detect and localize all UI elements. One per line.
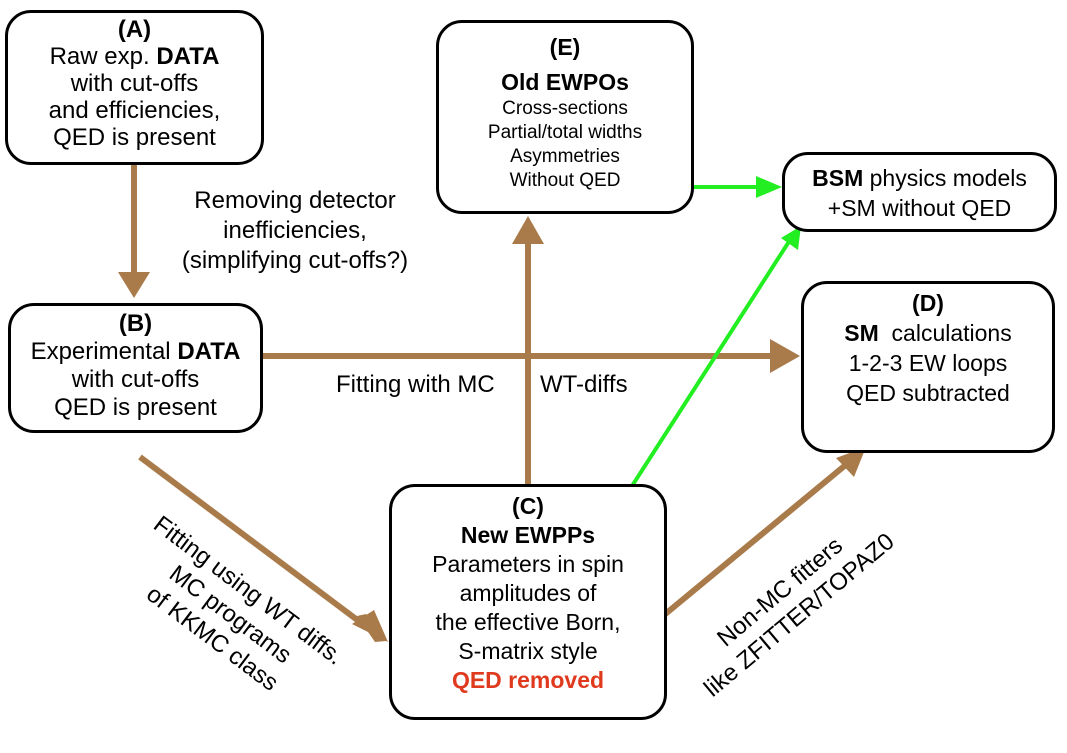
box-c-line1: Parameters in spin	[432, 551, 624, 577]
box-d-id: (D)	[912, 290, 944, 316]
box-b-line2: with cut-offs	[71, 366, 200, 393]
arrow-b-to-d	[262, 339, 800, 373]
box-c-qed-removed: QED removed	[451, 667, 605, 693]
box-d-line1: SM calculations	[804, 318, 1052, 348]
box-a-line3: and efficiencies,	[48, 97, 221, 124]
box-c-id: (C)	[512, 493, 544, 519]
arrow-b-to-c	[138, 454, 388, 642]
box-a-id: (A)	[117, 16, 152, 43]
box-b-id: (B)	[118, 310, 153, 337]
box-d-line3: QED subtracted	[846, 380, 1010, 406]
box-c-title: New EWPPs	[460, 522, 596, 548]
label-wt-diffs: WT-diffs	[540, 371, 628, 398]
box-c-line4: S-matrix style	[458, 638, 598, 664]
box-a-line4: QED is present	[53, 124, 216, 151]
box-a-line2: with cut-offs	[70, 70, 199, 97]
label-fitting-with-mc: Fitting with MC	[336, 371, 495, 398]
arrows-layer	[118, 165, 866, 642]
box-d-line1-bold: SM	[844, 320, 879, 346]
box-e-line1: Cross-sections	[502, 98, 628, 119]
box-bsm-line1: BSM physics models	[785, 163, 1054, 193]
box-a-line1-bold: DATA	[156, 43, 220, 70]
label-a-to-b-line1: Removing detector	[194, 187, 396, 214]
box-e-old-ewpos: (E) Old EWPOs Cross-sections Partial/tot…	[436, 20, 694, 214]
box-e-line2: Partial/total widths	[487, 122, 643, 143]
box-b-line1: Experimental DATA	[11, 338, 260, 366]
label-a-to-b-line3: (simplifying cut-offs?)	[181, 247, 409, 274]
box-d-sm-calculations: (D) SM calculations 1-2-3 EW loops QED s…	[801, 281, 1055, 453]
box-c-line3: the effective Born,	[435, 609, 621, 635]
box-bsm-models: BSM physics models +SM without QED	[782, 152, 1057, 232]
box-d-line2: 1-2-3 EW loops	[848, 350, 1008, 376]
box-e-title: Old EWPOs	[501, 69, 629, 95]
box-bsm-line1-text: physics models	[863, 165, 1027, 191]
box-b-line1-bold: DATA	[177, 338, 241, 365]
box-d-line1-text: calculations	[878, 320, 1012, 346]
box-a-raw-data: (A) Raw exp. DATA with cut-offs and effi…	[5, 10, 264, 165]
arrow-c-to-e	[512, 216, 544, 485]
box-b-line1-text: Experimental	[30, 338, 178, 365]
label-a-to-b-line2: inefficiencies,	[223, 217, 367, 244]
arrow-c-to-d	[644, 447, 866, 633]
box-e-id: (E)	[549, 34, 581, 60]
arrow-c-to-bsm	[630, 226, 801, 488]
arrow-e-to-bsm	[694, 176, 782, 198]
box-a-line1: Raw exp. DATA	[8, 43, 261, 70]
box-e-line3: Asymmetries	[510, 146, 620, 167]
box-b-line3: QED is present	[54, 394, 217, 421]
box-c-new-ewpps: (C) New EWPPs Parameters in spin amplitu…	[389, 484, 667, 720]
box-e-line4: Without QED	[509, 170, 621, 191]
box-b-experimental-data: (B) Experimental DATA with cut-offs QED …	[8, 303, 263, 433]
label-a-to-b: Removing detector inefficiencies, (simpl…	[160, 186, 430, 276]
box-bsm-line1-bold: BSM	[812, 165, 864, 191]
box-a-line1-text: Raw exp.	[49, 43, 157, 70]
box-c-line2: amplitudes of	[459, 580, 597, 606]
arrow-a-to-b	[118, 165, 150, 298]
box-bsm-line2: +SM without QED	[827, 195, 1012, 221]
